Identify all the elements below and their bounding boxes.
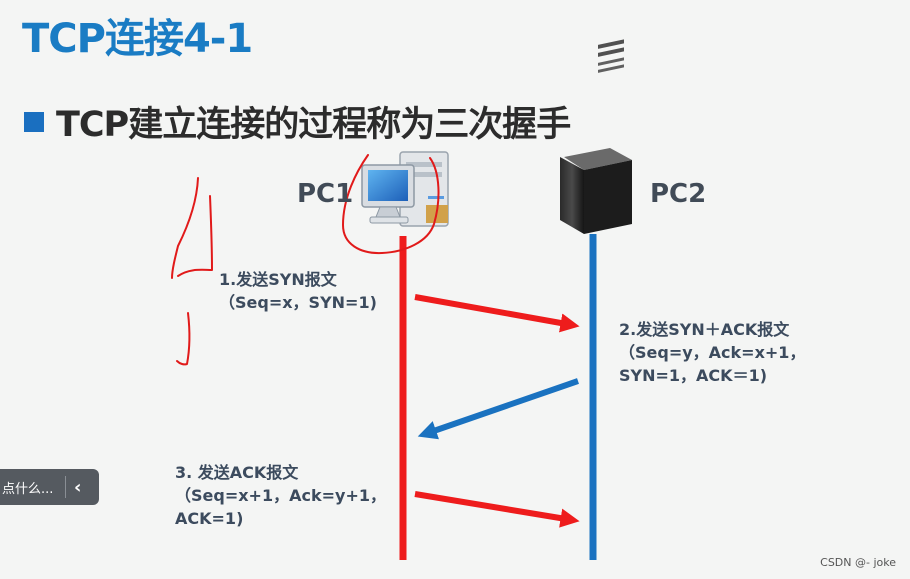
watermark: CSDN @- joke (820, 556, 896, 569)
bullet-square-icon (24, 111, 44, 132)
step-2-line-1: 2.发送SYN＋ACK报文 (619, 320, 790, 339)
comment-toast[interactable]: 点什么... ‹ (0, 469, 99, 505)
step-1-line-2: （Seq=x，SYN=1) (219, 293, 377, 312)
chevron-left-icon[interactable]: ‹ (74, 476, 82, 498)
step-3-line-2: （Seq=x+1，Ack=y+1， (175, 486, 386, 505)
syn-arrow (414, 294, 580, 333)
toast-divider (65, 476, 66, 498)
ack-arrow (414, 491, 580, 528)
step-1-line-1: 1.发送SYN报文 (219, 270, 337, 289)
step-2-label: 2.发送SYN＋ACK报文 （Seq=y，Ack=x+1， SYN=1，ACK＝… (619, 318, 805, 387)
step-2-line-2: （Seq=y，Ack=x+1， (619, 343, 806, 362)
desktop-computer-icon (361, 151, 449, 227)
bullet-text: TCP建立连接的过程称为三次握手 (56, 105, 571, 145)
step-1-label: 1.发送SYN报文 （Seq=x，SYN=1) (219, 268, 377, 314)
step-2-line-3: SYN=1，ACK＝1) (619, 366, 768, 385)
pc2-label: PC2 (650, 179, 707, 209)
step-3-line-1: 3. 发送ACK报文 (175, 463, 299, 482)
toast-text: 点什么... (2, 481, 54, 497)
slide-title: TCP连接4-1 (22, 16, 253, 62)
syn-ack-arrow (417, 378, 579, 440)
bullet-point: TCP建立连接的过程称为三次握手 (24, 96, 571, 147)
server-tower-icon (560, 39, 632, 234)
handwritten-annotation (171, 154, 440, 366)
step-3-label: 3. 发送ACK报文 （Seq=x+1，Ack=y+1， ACK=1) (175, 461, 386, 530)
step-3-line-3: ACK=1) (175, 509, 244, 528)
pc1-label: PC1 (297, 179, 354, 209)
